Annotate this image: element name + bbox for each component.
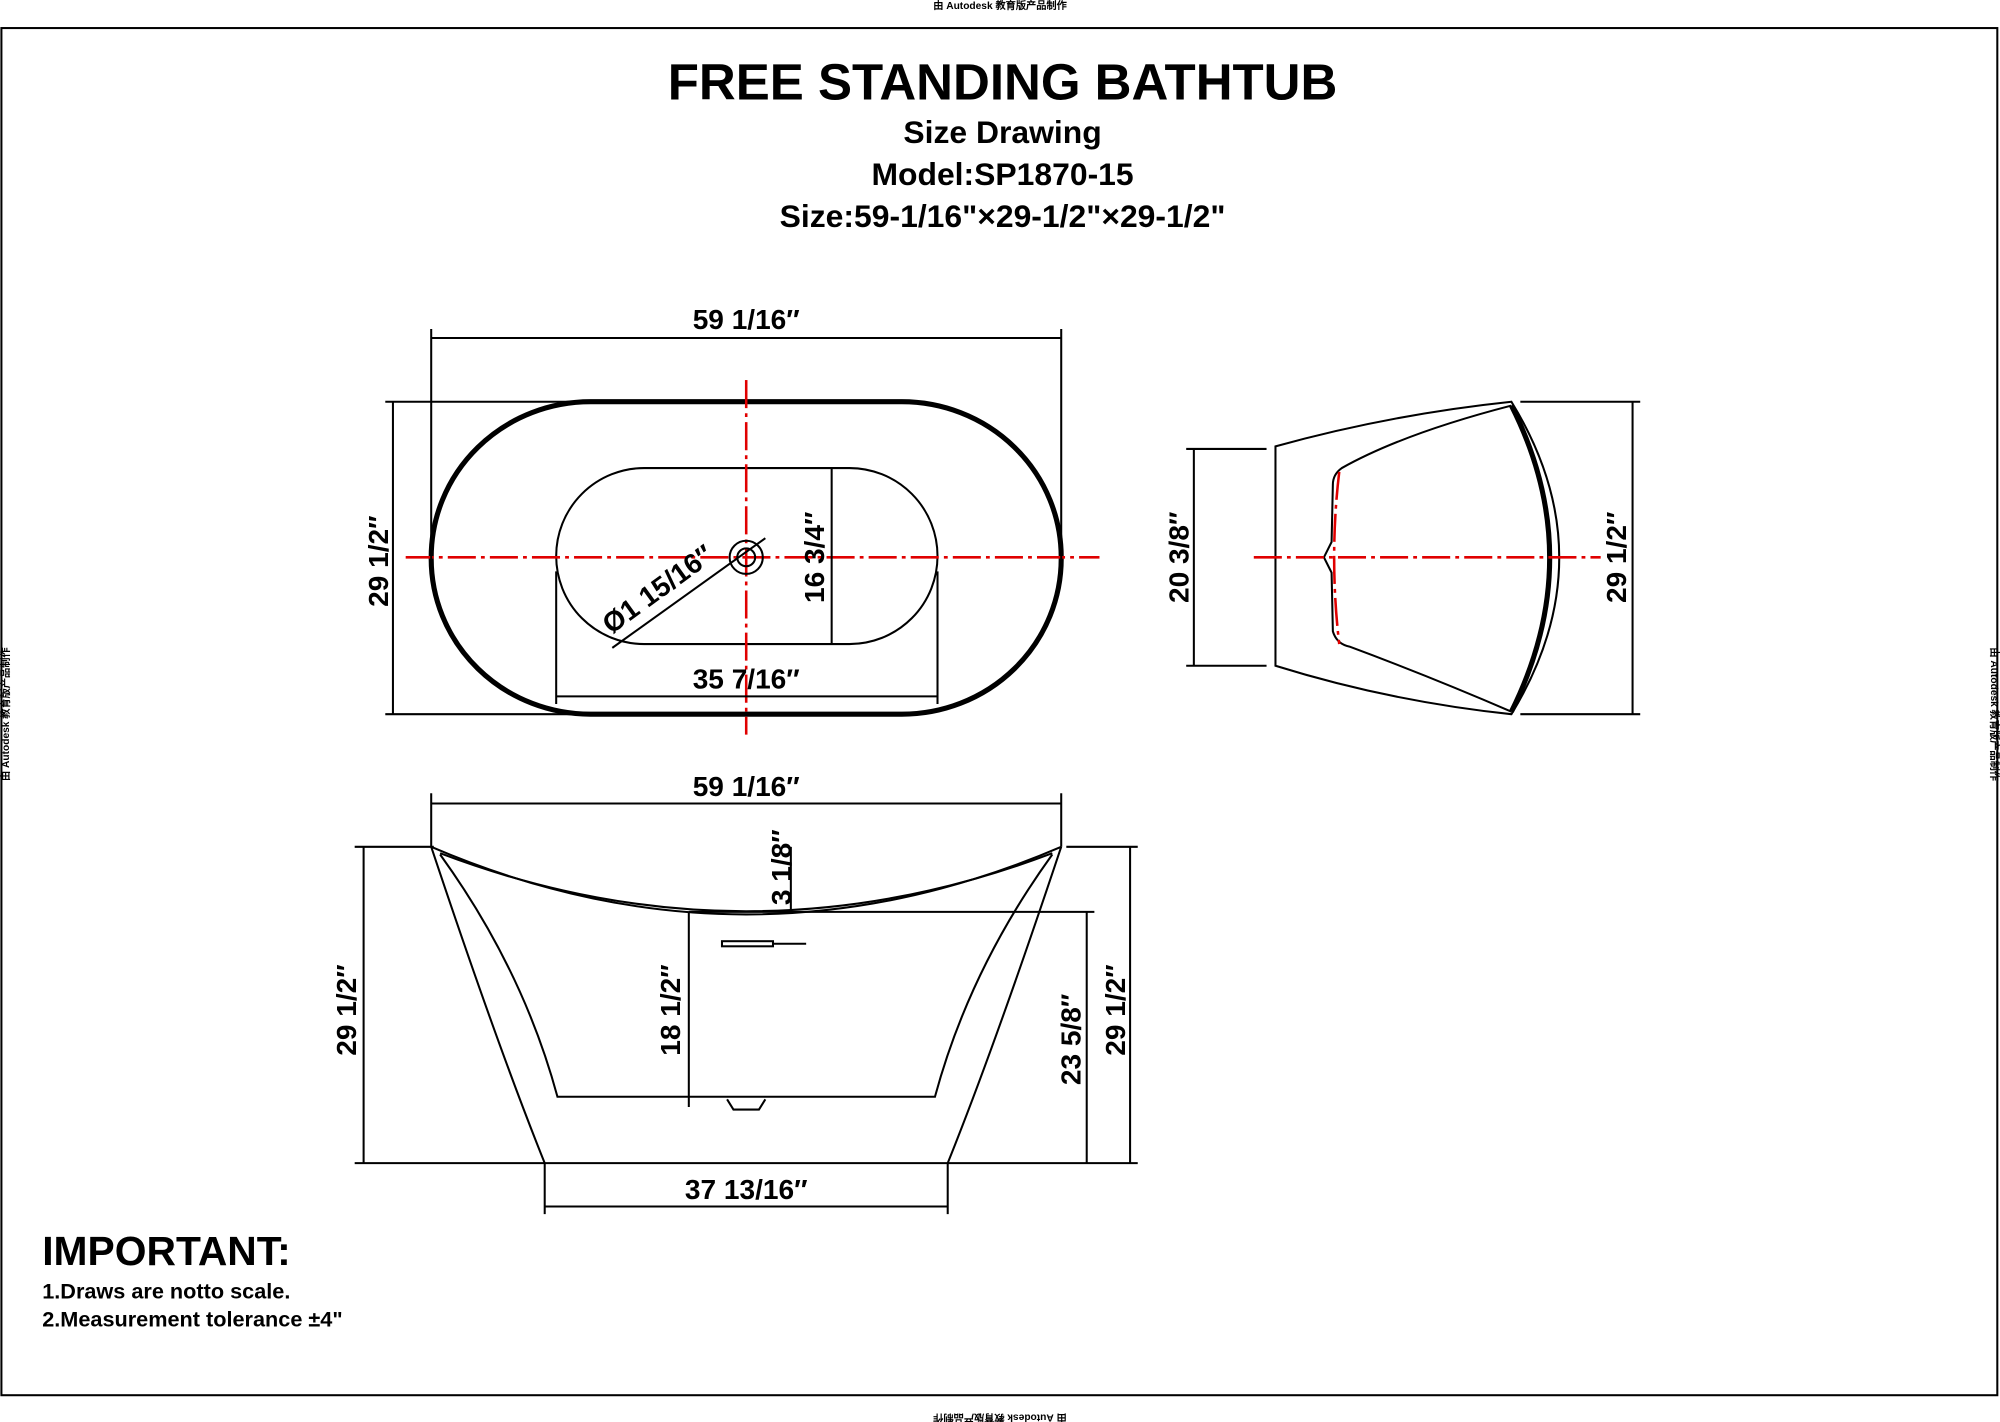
- length-label: 59 1/16″: [693, 304, 800, 335]
- inner-depth-label: 18 1/2″: [655, 964, 686, 1055]
- front-height-right-label: 29 1/2″: [1100, 964, 1131, 1055]
- notes-heading: IMPORTANT:: [42, 1228, 291, 1274]
- note-2: 2.Measurement tolerance ±4": [42, 1306, 342, 1331]
- front-view: 59 1/16″ 3 1/8″ 18 1/2″ 23 5/8″ 29 1/2″ …: [331, 771, 1138, 1215]
- inner-width-label: 16 3/4″: [799, 512, 830, 603]
- drawing-title: FREE STANDING BATHTUB: [668, 53, 1338, 110]
- top-view: Ø1 15/16″ 59 1/16″ 29 1/2″ 16 3/4″ 35 7/…: [363, 304, 1100, 735]
- side-view: 20 3/8″ 29 1/2″: [1164, 400, 1641, 716]
- note-1: 1.Draws are notto scale.: [42, 1278, 290, 1303]
- side-height-right-label: 29 1/2″: [1601, 512, 1632, 603]
- side-outline: [1274, 400, 1561, 716]
- drain-outlet: [726, 1098, 767, 1111]
- rim-dip-label: 3 1/8″: [766, 829, 797, 905]
- watermark-left: 由 Autodesk 教育版产品制作: [0, 647, 12, 781]
- drawing-subtitle: Size Drawing: [903, 114, 1101, 150]
- front-height-left-label: 29 1/2″: [331, 964, 362, 1055]
- front-inner: [439, 853, 1054, 1098]
- drain-leader: [611, 537, 766, 649]
- front-length-label: 59 1/16″: [693, 771, 800, 802]
- inner-length-label: 35 7/16″: [693, 664, 800, 695]
- center-height-label: 23 5/8″: [1055, 994, 1086, 1085]
- watermark-bottom: 由 Autodesk 教育版产品制作: [932, 1411, 1066, 1422]
- sheet-border: [0, 27, 1999, 1397]
- side-height-left-label: 20 3/8″: [1164, 512, 1195, 603]
- drain-outer-icon: [728, 539, 764, 575]
- overflow-icon: [720, 940, 775, 948]
- size-label: Size:59-1/16"×29-1/2"×29-1/2": [780, 198, 1226, 234]
- model-label: Model:SP1870-15: [871, 156, 1133, 192]
- drain-diameter-label: Ø1 15/16″: [597, 539, 719, 640]
- width-label: 29 1/2″: [363, 515, 394, 606]
- watermark-top: 由 Autodesk 教育版产品制作: [933, 0, 1067, 12]
- base-length-label: 37 13/16″: [685, 1174, 808, 1205]
